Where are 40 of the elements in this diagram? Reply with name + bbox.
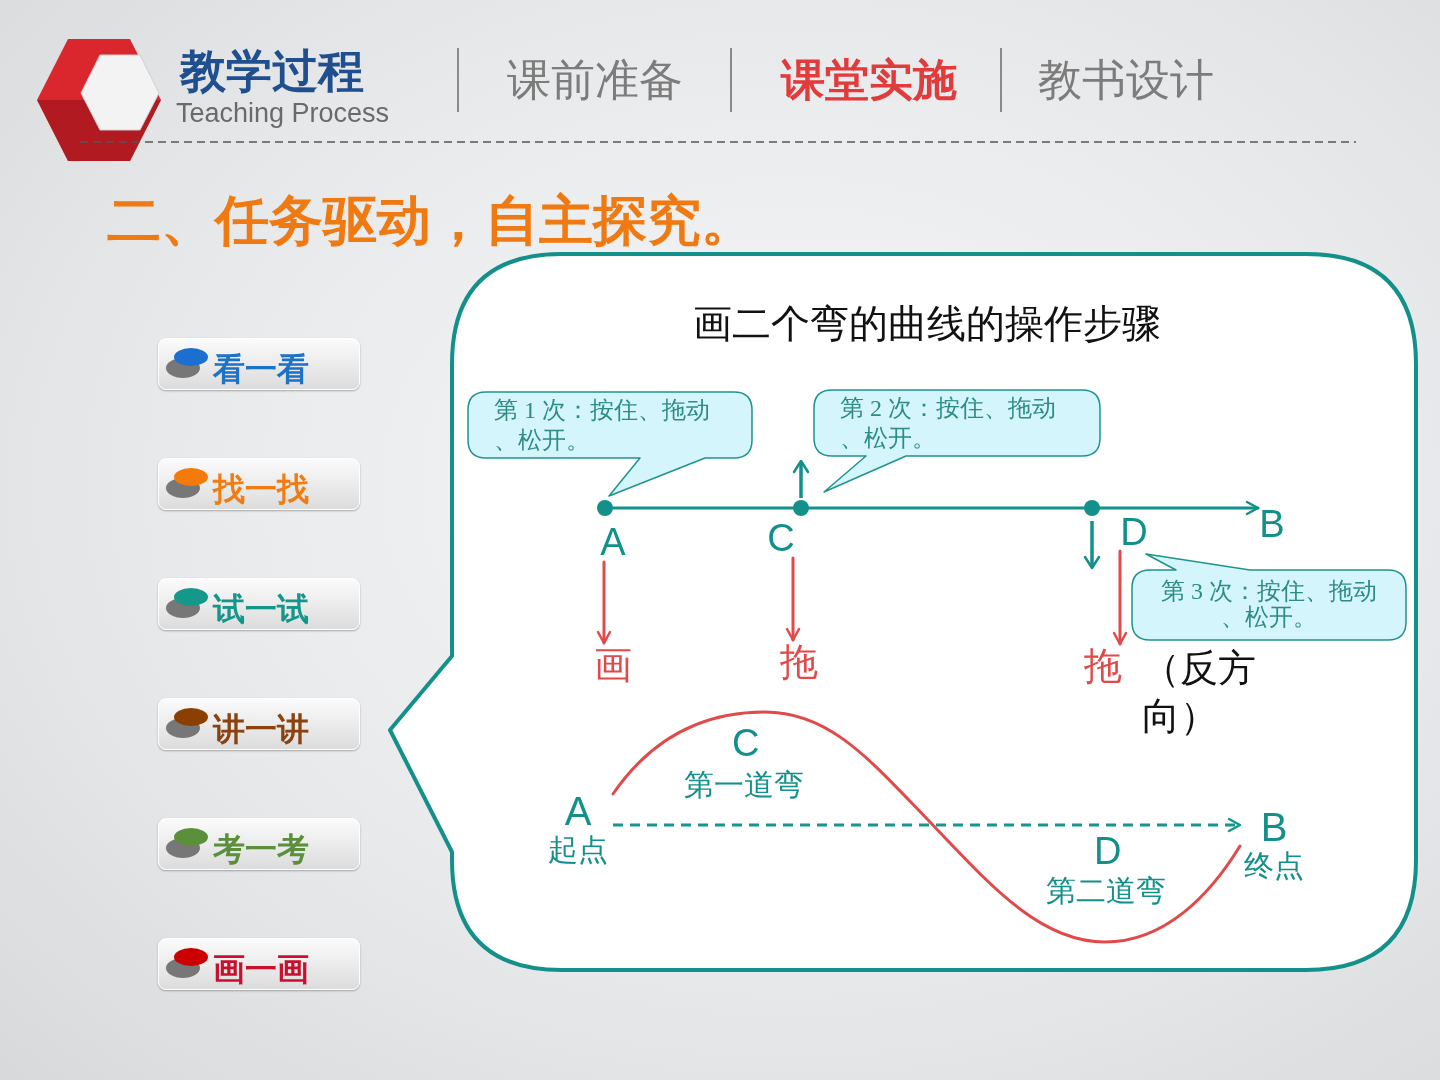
nav-label: 课前准备 (507, 58, 683, 102)
point-label: B (1260, 806, 1288, 848)
arrow (596, 560, 612, 645)
point-label: A (564, 790, 592, 832)
line-segment (807, 506, 1086, 510)
menu-button: 考一考 (158, 818, 360, 870)
point-label: D (1094, 832, 1122, 870)
action-label: 画 (593, 643, 633, 687)
menu-button: 找一找 (158, 458, 360, 510)
menu-button: 画一画 (158, 938, 360, 990)
section-heading: 教学过程 (180, 48, 364, 94)
panel-title: 画二个弯的曲线的操作步骤 (693, 302, 1161, 346)
arrow (785, 556, 801, 642)
curve-line (611, 710, 1242, 944)
point-caption: 起点 (548, 832, 608, 868)
section-subheading: Teaching Process (176, 100, 390, 127)
callout-text: 第 1 次：按住、拖动、松开。 (494, 396, 711, 455)
nav-label: 教书设计 (1038, 58, 1214, 102)
note-text: （反方向） (1142, 646, 1257, 739)
arrow (1112, 549, 1128, 646)
slide-title: 二、任务驱动，自主探究。 (107, 190, 755, 250)
point-label: C (766, 518, 796, 558)
point-label: B (1258, 504, 1286, 544)
curve-label: 第一道弯 (684, 770, 804, 800)
line-segment (611, 506, 795, 510)
callout-text: 第 3 次：按住、拖动、松开。 (1160, 578, 1378, 630)
point-label: C (732, 724, 760, 762)
point-label: A (598, 522, 628, 562)
menu-button: 讲一讲 (158, 698, 360, 750)
dashed-arrow (613, 817, 1242, 833)
point-caption: 终点 (1244, 848, 1304, 884)
point-label: D (1118, 513, 1150, 551)
arrow (1098, 500, 1260, 516)
menu-button: 看一看 (158, 338, 360, 390)
nav-label: 课堂实施 (781, 58, 957, 102)
menu-button: 试一试 (158, 578, 360, 630)
callout-text: 第 2 次：按住、拖动、松开。 (840, 394, 1057, 453)
action-label: 拖 (779, 640, 819, 684)
curve-label: 第二道弯 (1046, 876, 1166, 906)
action-label: 拖 (1084, 644, 1122, 688)
